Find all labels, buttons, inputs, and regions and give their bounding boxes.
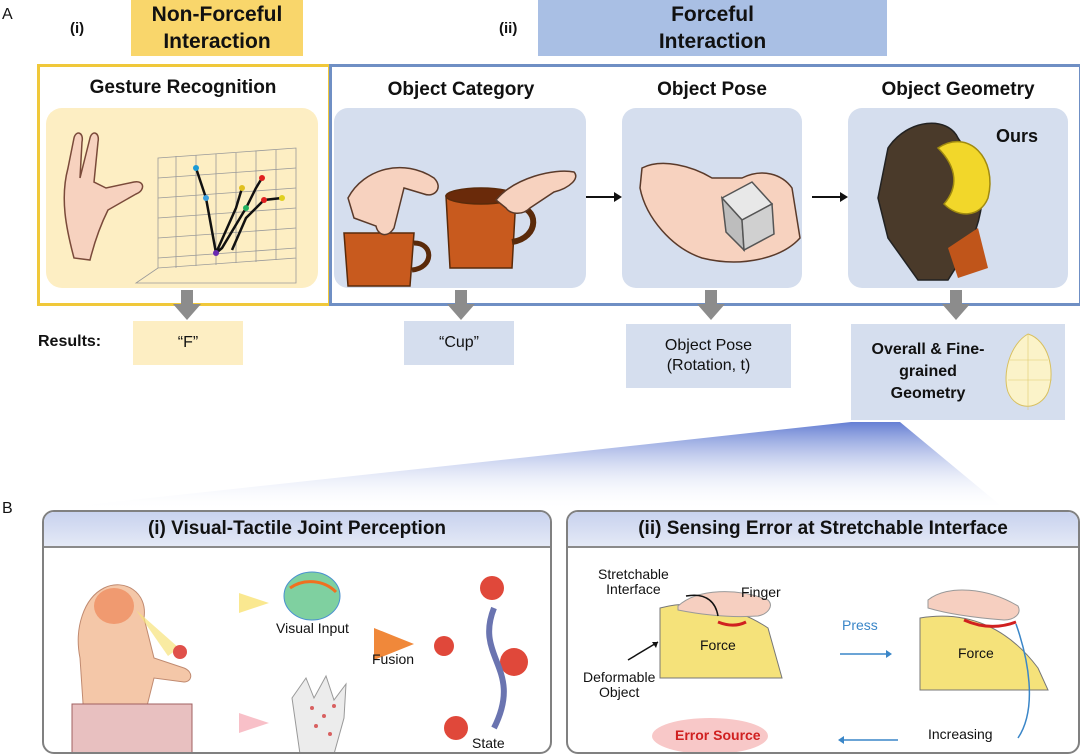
- state-ball-4: [444, 716, 468, 740]
- sensing-error-panel: (ii) Sensing Error at Stretchable Interf…: [566, 510, 1080, 754]
- press-label: Press: [842, 617, 878, 633]
- forceful-header: Forceful Interaction: [538, 0, 887, 56]
- stretchable-interface-label: Stretchable Interface: [598, 566, 669, 597]
- result-pose-line1: Object Pose: [664, 337, 753, 354]
- visual-input-label: Visual Input: [276, 620, 349, 636]
- result-gesture: “F”: [133, 321, 243, 365]
- object-category-title: Object Category: [387, 79, 535, 100]
- deformable-object-label: Deformable Object: [583, 669, 656, 700]
- force-right-label: Force: [958, 645, 994, 661]
- cups-illustration: [343, 166, 577, 287]
- tactile-glove-icon: [291, 674, 347, 752]
- hand-right-icon: [494, 170, 577, 214]
- result-geometry-line1: Overall & Fine-: [871, 341, 985, 358]
- state-ball-1: [480, 576, 504, 600]
- gesture-card: [46, 108, 318, 288]
- pink-arrow-icon: [239, 713, 269, 733]
- visual-tactile-title: (i) Visual-Tactile Joint Perception: [44, 512, 550, 548]
- object-geometry-title: Object Geometry: [881, 79, 1035, 100]
- hand-icon: [63, 132, 144, 261]
- grid-plane: [134, 147, 297, 284]
- result-geometry: Overall & Fine- grained Geometry: [851, 324, 1065, 420]
- ours-badge: Ours: [996, 126, 1039, 146]
- nonforceful-roman: (i): [70, 20, 85, 37]
- finger-left-icon: [677, 591, 771, 618]
- forceful-roman: (ii): [499, 20, 518, 37]
- result-category: “Cup”: [404, 321, 514, 365]
- ball-icon: [173, 645, 187, 659]
- point-cloud-icon: [1005, 333, 1052, 410]
- forceful-title-line2: Interaction: [658, 30, 767, 53]
- state-ball-2: [434, 636, 454, 656]
- hand-skeleton: [194, 167, 283, 254]
- down-arrow-geometry: [942, 290, 970, 320]
- force-left-label: Force: [700, 637, 736, 653]
- sensing-error-title: (ii) Sensing Error at Stretchable Interf…: [568, 512, 1078, 548]
- result-geometry-line3: Geometry: [890, 385, 966, 402]
- glove-illustration: [877, 122, 991, 281]
- nonforceful-title-line1: Non-Forceful: [151, 3, 283, 26]
- results-label: Results:: [38, 333, 102, 350]
- increasing-label: Increasing: [928, 726, 993, 742]
- nonforceful-header: Non-Forceful Interaction: [131, 0, 303, 56]
- state-ball-3: [500, 648, 528, 676]
- fusion-arrow-icon: [374, 628, 414, 660]
- pose-illustration: [639, 162, 801, 263]
- down-arrow-gesture: [173, 290, 201, 320]
- visual-tactile-illustration: [71, 571, 528, 752]
- gesture-illustration: [63, 132, 297, 284]
- result-pose: Object Pose (Rotation, t): [626, 324, 791, 388]
- arrow-category-to-pose: [586, 192, 622, 202]
- yellow-arrow-icon: [239, 593, 269, 613]
- down-arrow-category: [447, 290, 475, 320]
- object-geometry-card: [848, 108, 1068, 288]
- palm-icon: [639, 162, 801, 263]
- result-pose-line2: (Rotation, t): [666, 357, 751, 374]
- section-b-letter: B: [2, 500, 13, 517]
- hand-left-icon: [347, 166, 439, 236]
- nonforceful-title-line2: Interaction: [163, 30, 271, 53]
- arrow-pose-to-geometry: [812, 192, 848, 202]
- section-a-letter: A: [2, 6, 13, 23]
- visual-tactile-panel: (i) Visual-Tactile Joint Perception: [42, 510, 552, 754]
- finger-label: Finger: [741, 584, 781, 600]
- object-category-card: [334, 108, 586, 288]
- forceful-title-line1: Forceful: [671, 3, 754, 26]
- object-geometry-icon: [936, 141, 991, 215]
- gesture-recognition-title: Gesture Recognition: [89, 77, 277, 98]
- down-arrow-pose: [697, 290, 725, 320]
- finger-right-icon: [927, 589, 1020, 621]
- object-pose-card: [622, 108, 802, 288]
- cup-left-icon: [343, 232, 415, 287]
- object-pose-title: Object Pose: [657, 79, 767, 100]
- zoom-fan: [40, 422, 1000, 510]
- visual-point-cloud-icon: [283, 571, 341, 621]
- deformable-object-right: [919, 615, 1049, 691]
- error-source-label: Error Source: [675, 727, 761, 743]
- result-geometry-line2: grained: [899, 363, 957, 380]
- fusion-label: Fusion: [372, 651, 415, 667]
- state-label: State: [472, 735, 505, 751]
